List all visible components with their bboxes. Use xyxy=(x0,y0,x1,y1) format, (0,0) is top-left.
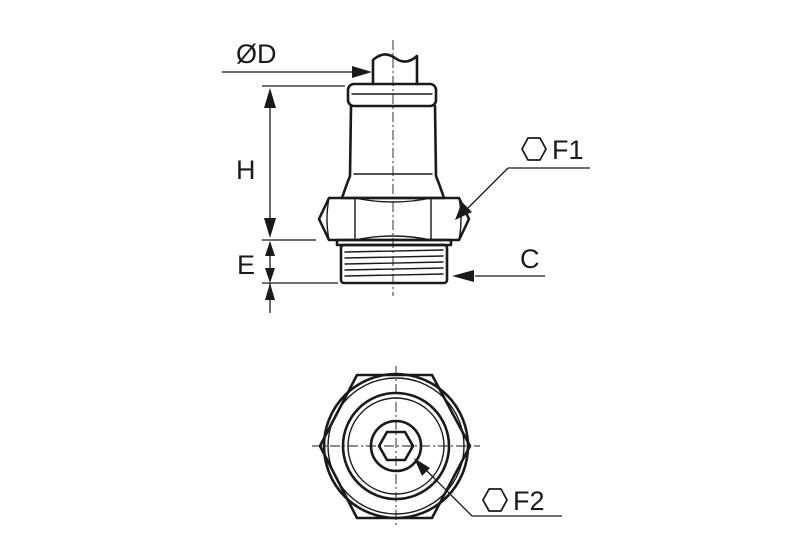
f2-leader xyxy=(421,465,473,517)
f1-label: F1 xyxy=(552,135,584,165)
h-label: H xyxy=(236,155,256,185)
f2-hexagon-icon xyxy=(482,488,508,512)
c-label: C xyxy=(520,244,540,274)
od-label: ØD xyxy=(236,39,277,69)
thread-lines xyxy=(344,249,444,277)
thread xyxy=(339,243,449,285)
f1-hexagon-icon xyxy=(521,137,547,161)
end-view xyxy=(312,366,562,528)
hex-nut xyxy=(317,196,471,242)
f2-label: F2 xyxy=(513,486,545,516)
e-label: E xyxy=(237,250,255,280)
release-collet xyxy=(346,82,438,108)
side-view xyxy=(222,40,590,313)
tube xyxy=(371,53,419,86)
